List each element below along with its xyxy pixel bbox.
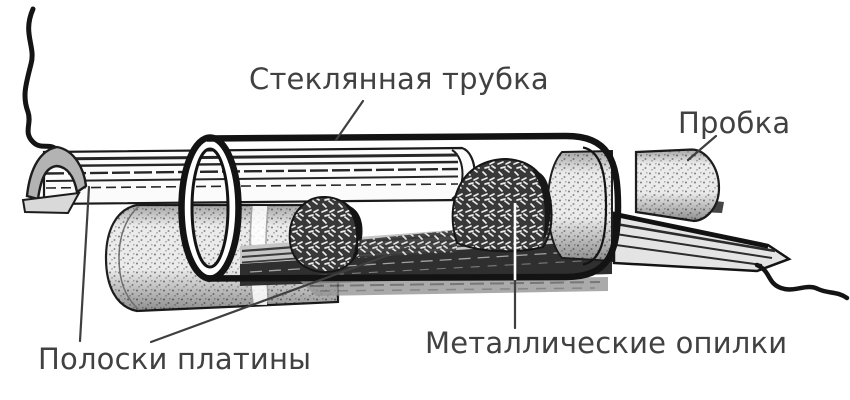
glass-tube bbox=[178, 132, 622, 282]
left-cork-face-line bbox=[118, 205, 140, 311]
metal-filings-scatter bbox=[358, 230, 457, 258]
label-cork: Пробка bbox=[678, 106, 790, 140]
left-lead-wire bbox=[22, 6, 59, 152]
label-glass-tube: Стеклянная трубка bbox=[249, 62, 549, 96]
leader-cork bbox=[686, 134, 718, 162]
leader-glass-tube bbox=[334, 99, 365, 142]
right-cork-outer bbox=[634, 148, 724, 223]
label-metal-filings: Металлические опилки bbox=[425, 326, 787, 360]
leader-platinum-strip-right bbox=[149, 246, 410, 344]
tube-right-inner-wall bbox=[582, 146, 608, 266]
strip-end-cap bbox=[21, 145, 88, 215]
platinum-strip-upper bbox=[42, 146, 476, 206]
metal-filings-left-heap bbox=[288, 195, 363, 274]
label-platinum-strips: Полоски платины bbox=[38, 342, 311, 376]
tube-body-outline bbox=[206, 132, 622, 282]
metal-filings-right-heap bbox=[451, 158, 553, 253]
right-lead-wire bbox=[754, 262, 850, 301]
under-tube-shadow bbox=[300, 277, 608, 296]
right-cork-inner bbox=[546, 149, 613, 263]
leader-platinum-strip-left bbox=[78, 185, 91, 343]
